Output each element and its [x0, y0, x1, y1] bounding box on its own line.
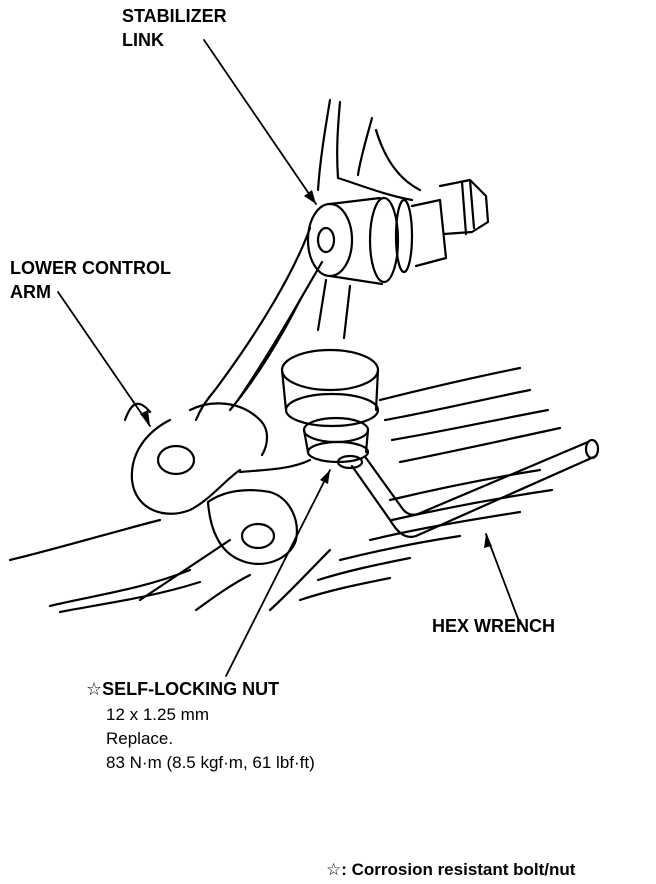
knuckle-outline: [316, 98, 422, 202]
stabilizer-link-part: [306, 178, 490, 340]
self-locking-nut-specs: 12 x 1.25 mm Replace. 83 N·m (8.5 kgf·m,…: [106, 703, 315, 775]
hex-wrench-part: [350, 438, 600, 538]
self-locking-nut-label: ☆SELF-LOCKING NUT: [86, 677, 279, 701]
lower-control-arm-label: LOWER CONTROL ARM: [10, 256, 171, 304]
self-locking-nut-title: ☆SELF-LOCKING NUT: [86, 679, 280, 699]
lower-control-arm-line-2: ARM: [10, 282, 51, 302]
lower-control-arm-line-1: LOWER CONTROL: [10, 258, 171, 278]
self-locking-nut-part: [280, 348, 380, 470]
lower-control-arm-part: [8, 226, 562, 614]
nut-torque: 83 N·m (8.5 kgf·m, 61 lbf·ft): [106, 753, 315, 772]
leader-lines: [57, 39, 521, 677]
hex-wrench-label: HEX WRENCH: [432, 616, 556, 636]
nut-replace-note: Replace.: [106, 729, 174, 748]
stabilizer-link-line-1: STABILIZER: [122, 6, 227, 26]
leader-arrowheads: [140, 190, 492, 548]
nut-size: 12 x 1.25 mm: [106, 705, 209, 724]
footnote: ☆: Corrosion resistant bolt/nut: [326, 860, 576, 879]
stabilizer-link-line-2: LINK: [122, 30, 164, 50]
stabilizer-link-label: STABILIZER LINK: [122, 4, 227, 52]
